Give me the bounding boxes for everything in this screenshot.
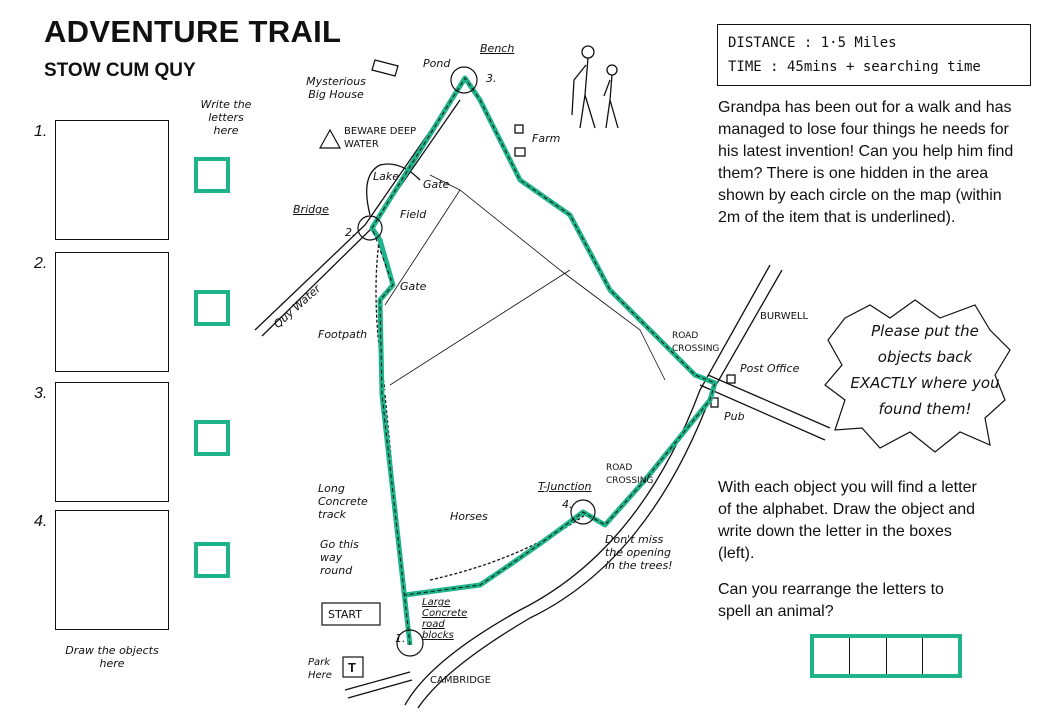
search-circle-4 <box>570 499 596 525</box>
label-number-2: 2. <box>345 226 356 239</box>
park-road <box>344 671 413 699</box>
label-gate-1: Gate <box>423 178 450 191</box>
label-pond: Pond <box>423 57 451 70</box>
label-footpath: Footpath <box>318 328 368 341</box>
post-office-building <box>726 374 736 384</box>
label-road-crossing-1: ROAD CROSSING <box>672 331 720 354</box>
parking-icon: T <box>348 660 356 675</box>
draw-box-1[interactable] <box>55 120 169 240</box>
letter-box-4[interactable] <box>194 542 230 578</box>
question-text: Can you rearrange the letters to spell a… <box>718 581 944 620</box>
page-title: ADVENTURE TRAIL <box>44 14 342 49</box>
label-number-3: 3. <box>486 72 497 85</box>
label-bench: Bench <box>480 42 515 55</box>
distance-time-box: DISTANCE : 1·5 Miles TIME : 45mins + sea… <box>717 24 1031 86</box>
draw-box-3[interactable] <box>55 382 169 502</box>
letter-box-2[interactable] <box>194 290 230 326</box>
item-number-4: 4. <box>34 513 48 530</box>
intro-text: Grandpa has been out for a walk and has … <box>718 99 1014 226</box>
parking-sign <box>342 656 364 678</box>
hikers-illustration <box>571 45 619 129</box>
burwell-road <box>699 374 831 441</box>
answer-boxes[interactable] <box>810 634 962 678</box>
label-mysterious-house: Mysterious Big House <box>306 75 366 101</box>
draw-box-4[interactable] <box>55 510 169 630</box>
answer-cell[interactable] <box>814 638 851 674</box>
field-boundary <box>429 174 666 381</box>
label-number-4: 4. <box>562 498 573 511</box>
search-circle-3 <box>450 66 478 94</box>
label-cambridge: CAMBRIDGE <box>430 675 491 686</box>
farm-building <box>514 147 526 157</box>
label-t-junction: T-Junction <box>538 480 592 493</box>
label-field: Field <box>400 208 427 221</box>
time-text: TIME : 45mins + searching time <box>728 59 981 75</box>
label-concrete-blocks: Large Concrete road blocks <box>422 597 468 641</box>
label-farm: Farm <box>532 132 561 145</box>
draw-objects-label: Draw the objects here <box>65 644 159 670</box>
label-bridge: Bridge <box>293 203 329 216</box>
label-lake: Lake <box>373 170 400 183</box>
label-beware-deep-water: BEWARE DEEP WATER <box>344 126 417 150</box>
label-horses: Horses <box>450 510 488 523</box>
warning-icon <box>318 128 342 149</box>
burst-text: Please put the objects back EXACTLY wher… <box>850 322 1000 418</box>
search-circle-1 <box>396 629 424 657</box>
item-number-1: 1. <box>34 123 48 140</box>
label-long-concrete-track: Long Concrete track <box>318 482 368 521</box>
answer-cell[interactable] <box>850 638 887 674</box>
label-pub: Pub <box>724 410 745 423</box>
answer-cell[interactable] <box>923 638 958 674</box>
item-number-3: 3. <box>34 385 48 402</box>
start-box <box>321 602 381 626</box>
distance-text: DISTANCE : 1·5 Miles <box>728 35 897 51</box>
mysterious-house <box>371 59 399 77</box>
instructions-text: With each object you will find a letter … <box>718 479 977 562</box>
label-gate-2: Gate <box>400 280 427 293</box>
search-circle-2 <box>357 215 383 241</box>
field-line <box>384 189 571 386</box>
answer-cell[interactable] <box>887 638 923 674</box>
burst-shape <box>824 299 1011 453</box>
main-road <box>404 264 783 709</box>
label-post-office: Post Office <box>740 362 800 375</box>
page-subtitle: STOW CUM QUY <box>44 60 196 81</box>
label-dont-miss-opening: Don't miss the opening in the trees! <box>605 533 673 572</box>
item-number-2: 2. <box>34 255 48 272</box>
label-road-crossing-2: ROAD CROSSING <box>606 463 654 486</box>
letter-box-3[interactable] <box>194 420 230 456</box>
label-burwell: BURWELL <box>760 311 809 322</box>
label-go-this-way: Go this way round <box>320 538 359 577</box>
write-letters-label: Write the letters here <box>200 98 252 137</box>
label-park-here: Park Here <box>308 657 332 681</box>
label-number-1: 1. <box>395 632 406 645</box>
letter-box-1[interactable] <box>194 157 230 193</box>
farm-building <box>514 124 524 134</box>
draw-box-2[interactable] <box>55 252 169 372</box>
start-label: START <box>328 608 362 621</box>
